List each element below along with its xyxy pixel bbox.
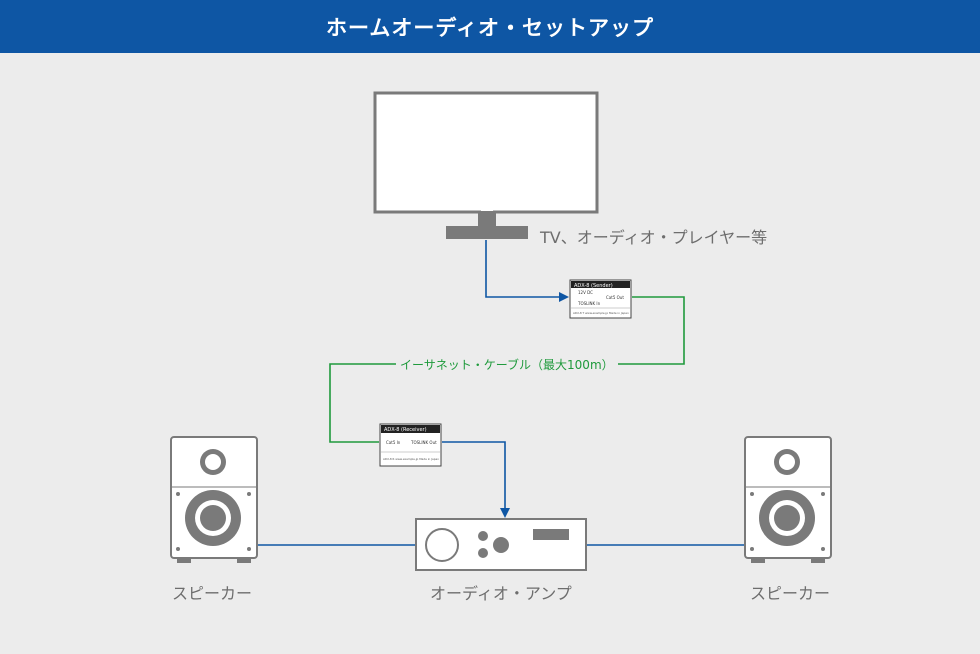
receiver-device: ADX-8 (Receiver) Cat5 In TOSLINK Out ADX… — [379, 423, 442, 467]
amp-label: オーディオ・アンプ — [430, 584, 572, 603]
tv-icon — [373, 91, 599, 239]
sender-footer: ADX-8 T www.example.jp Made in Japan — [573, 311, 629, 315]
tv-to-sender-arrow — [559, 292, 569, 302]
receiver-port-toslink: TOSLINK Out — [410, 440, 437, 445]
receiver-footer: ADX-8 R www.example.jp Made in Japan — [383, 457, 439, 461]
sender-device: ADX-8 (Sender) 12V DC Cat5 Out TOSLINK I… — [569, 279, 632, 319]
receiver-to-amp-arrow — [500, 508, 510, 518]
ethernet-cable-label: イーサネット・ケーブル（最大100m） — [396, 356, 618, 373]
receiver-port-cat: Cat5 In — [386, 440, 401, 445]
sender-port-toslink: TOSLINK In — [577, 301, 601, 306]
receiver-title: ADX-8 (Receiver) — [384, 427, 427, 433]
sender-title: ADX-8 (Sender) — [574, 283, 613, 289]
sender-port-cat: Cat5 Out — [606, 295, 624, 300]
page-header: ホームオーディオ・セットアップ — [0, 0, 980, 53]
tv-to-sender-line — [485, 240, 560, 298]
page-title: ホームオーディオ・セットアップ — [326, 15, 654, 40]
right-speaker-label: スピーカー — [750, 584, 831, 603]
receiver-to-amp-line — [442, 441, 506, 510]
tv-label: TV、オーディオ・プレイヤー等 — [540, 228, 768, 247]
left-speaker-label: スピーカー — [172, 584, 253, 603]
sender-port-dc: 12V DC — [578, 290, 593, 295]
left-speaker-icon — [170, 436, 258, 563]
amplifier-icon — [415, 518, 587, 571]
right-speaker-icon — [744, 436, 832, 563]
